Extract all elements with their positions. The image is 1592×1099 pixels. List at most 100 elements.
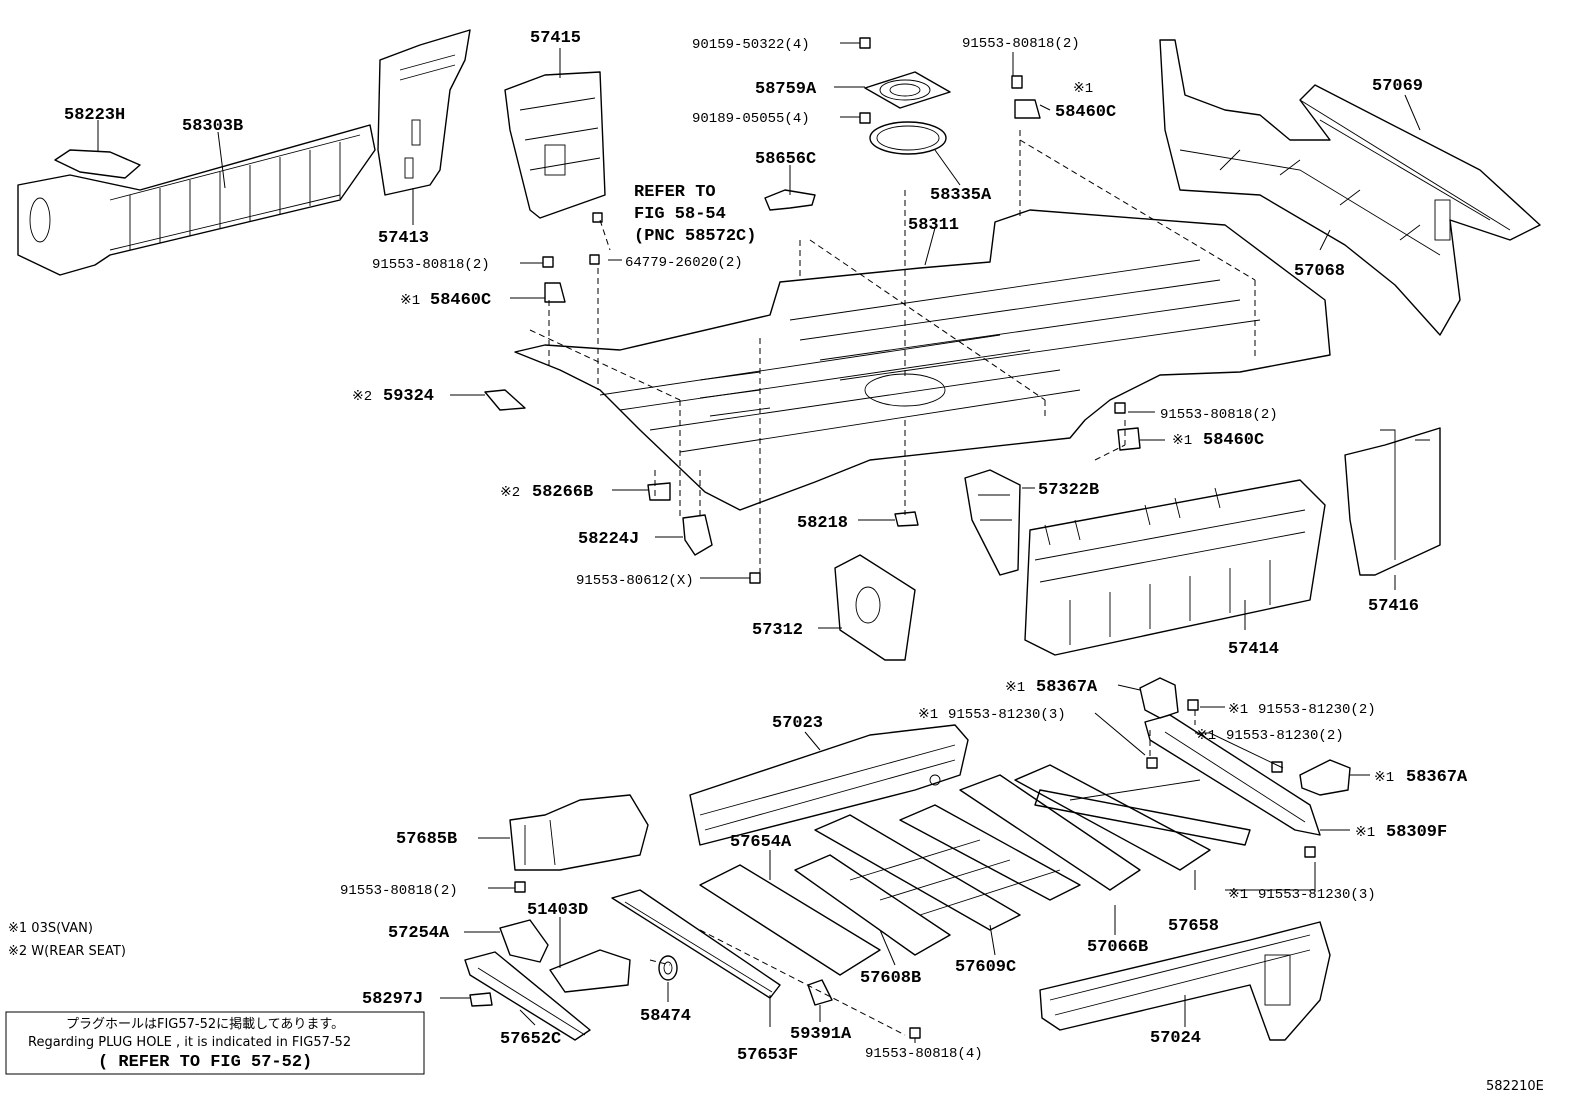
label-58297J: 58297J bbox=[362, 990, 423, 1009]
mark-1-81230-b: ※1 bbox=[918, 707, 938, 723]
label-91553-81230-d: 91553-81230(3) bbox=[1258, 887, 1376, 903]
notice-english: Regarding PLUG HOLE , it is indicated in… bbox=[28, 1035, 351, 1050]
assembly-lines bbox=[529, 130, 1256, 1036]
label-58759A: 58759A bbox=[755, 80, 817, 99]
label-58223H: 58223H bbox=[64, 106, 125, 125]
label-57023: 57023 bbox=[772, 714, 823, 733]
label-64779-26020: 64779-26020(2) bbox=[625, 255, 743, 271]
label-90159-50322: 90159-50322(4) bbox=[692, 37, 810, 53]
label-58335A: 58335A bbox=[930, 186, 992, 205]
label-91553-80612: 91553-80612(X) bbox=[576, 573, 694, 589]
leader-lines bbox=[97, 42, 1421, 1043]
part-57653F-drawing bbox=[611, 889, 781, 999]
label-57415: 57415 bbox=[530, 29, 581, 48]
part-57415-drawing bbox=[504, 71, 606, 219]
part-58303B-drawing bbox=[17, 124, 376, 276]
label-57312: 57312 bbox=[752, 621, 803, 640]
part-59391A-drawing bbox=[807, 979, 833, 1006]
mark-1-top: ※1 bbox=[1073, 81, 1093, 97]
label-59324: 59324 bbox=[383, 387, 434, 406]
mark-1-58309F: ※1 bbox=[1355, 825, 1375, 841]
label-58224J: 58224J bbox=[578, 530, 639, 549]
part-58474-drawing bbox=[658, 955, 678, 981]
notice-frame bbox=[5, 1011, 425, 1075]
legend: ※1 03S(VAN) ※2 W(REAR SEAT) bbox=[8, 921, 126, 959]
part-57416-drawing bbox=[1344, 427, 1441, 576]
label-58367A-top: 58367A bbox=[1036, 678, 1098, 697]
label-58367A-right: 58367A bbox=[1406, 768, 1468, 787]
part-57068-57069-drawing bbox=[1159, 39, 1541, 336]
mark-1-81230-c: ※1 bbox=[1196, 728, 1216, 744]
mark-1-81230-a: ※1 bbox=[1228, 702, 1248, 718]
label-57322B: 57322B bbox=[1038, 481, 1099, 500]
label-91553-80818-left: 91553-80818(2) bbox=[372, 257, 490, 273]
part-57413-drawing bbox=[377, 29, 471, 196]
label-91553-80818-bottom: 91553-80818(4) bbox=[865, 1046, 983, 1062]
label-58309F: 58309F bbox=[1386, 823, 1447, 842]
label-57653F: 57653F bbox=[737, 1046, 798, 1065]
part-57024-drawing bbox=[1039, 921, 1331, 1041]
mark-1-left: ※1 bbox=[400, 293, 420, 309]
label-91553-80818-lower: 91553-80818(2) bbox=[340, 883, 458, 899]
label-57609C: 57609C bbox=[955, 958, 1016, 977]
label-57414: 57414 bbox=[1228, 640, 1279, 659]
part-58367A-right-drawing bbox=[1299, 759, 1351, 796]
label-90189-05055: 90189-05055(4) bbox=[692, 111, 810, 127]
refer-line-3: (PNC 58572C) bbox=[634, 227, 756, 246]
mark-2-59324: ※2 bbox=[352, 389, 372, 405]
label-58303B: 58303B bbox=[182, 117, 243, 136]
label-58218: 58218 bbox=[797, 514, 848, 533]
label-91553-81230-a: 91553-81230(2) bbox=[1258, 702, 1376, 718]
part-58311-drawing bbox=[514, 209, 1331, 511]
label-91553-80818-right: 91553-80818(2) bbox=[1160, 407, 1278, 423]
label-58460C-right: 58460C bbox=[1203, 431, 1264, 450]
label-57658: 57658 bbox=[1168, 917, 1219, 936]
label-51403D: 51403D bbox=[527, 901, 588, 920]
label-91553-81230-b: 91553-81230(3) bbox=[948, 707, 1066, 723]
part-58223H-drawing bbox=[54, 149, 141, 179]
label-57066B: 57066B bbox=[1087, 938, 1148, 957]
part-58656C-drawing bbox=[764, 189, 816, 211]
part-58367A-top-drawing bbox=[1139, 677, 1179, 719]
part-58759A-drawing bbox=[864, 71, 951, 109]
mark-1-81230-d: ※1 bbox=[1228, 887, 1248, 903]
label-57254A: 57254A bbox=[388, 924, 450, 943]
legend-line-1: ※1 03S(VAN) bbox=[8, 921, 93, 936]
label-57069: 57069 bbox=[1372, 77, 1423, 96]
refer-line-1: REFER TO bbox=[634, 183, 716, 202]
part-57312-drawing bbox=[834, 554, 916, 661]
label-58656C: 58656C bbox=[755, 150, 816, 169]
label-58266B: 58266B bbox=[532, 483, 593, 502]
mark-2-58266B: ※2 bbox=[500, 485, 520, 501]
label-58474: 58474 bbox=[640, 1007, 691, 1026]
part-lower-left-drawing bbox=[464, 919, 631, 1041]
part-57685B-drawing bbox=[509, 794, 649, 871]
notice-japanese: プラグホールはFIG57-52に掲載してあります。 bbox=[66, 1016, 344, 1032]
mark-1-58367A-top: ※1 bbox=[1005, 680, 1025, 696]
legend-line-2: ※2 W(REAR SEAT) bbox=[8, 944, 126, 959]
label-91553-81230-c: 91553-81230(2) bbox=[1226, 728, 1344, 744]
label-91553-80818-top: 91553-80818(2) bbox=[962, 36, 1080, 52]
label-57413: 57413 bbox=[378, 229, 429, 248]
label-57024: 57024 bbox=[1150, 1029, 1201, 1048]
notice-reference: ( REFER TO FIG 57-52) bbox=[98, 1053, 312, 1072]
part-57023-drawing bbox=[689, 724, 969, 846]
part-57414-drawing bbox=[1024, 479, 1326, 656]
label-59391A: 59391A bbox=[790, 1025, 852, 1044]
part-57322B-drawing bbox=[964, 469, 1021, 576]
label-58460C-left: 58460C bbox=[430, 291, 491, 310]
label-57654A: 57654A bbox=[730, 833, 792, 852]
label-57068: 57068 bbox=[1294, 262, 1345, 281]
part-labels: 58223H 58303B 57413 57415 90159-50322(4)… bbox=[64, 29, 1468, 1065]
plug-hole-notice: プラグホールはFIG57-52に掲載してあります。 Regarding PLUG… bbox=[5, 1011, 425, 1075]
mark-1-58367A-right: ※1 bbox=[1374, 770, 1394, 786]
part-cross-members-drawing bbox=[699, 764, 1251, 976]
label-57416: 57416 bbox=[1368, 597, 1419, 616]
mark-1-right: ※1 bbox=[1172, 433, 1192, 449]
refer-line-2: FIG 58-54 bbox=[634, 205, 726, 224]
label-58460C-top: 58460C bbox=[1055, 103, 1116, 122]
part-58335A-drawing bbox=[869, 121, 947, 155]
label-58311: 58311 bbox=[908, 216, 959, 235]
label-57685B: 57685B bbox=[396, 830, 457, 849]
